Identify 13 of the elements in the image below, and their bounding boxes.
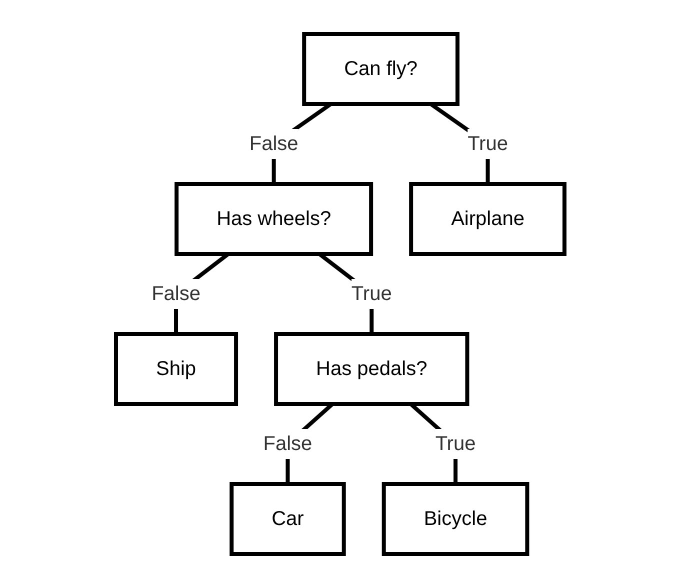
node-box: Bicycle [382,482,530,556]
edge-label: False [264,432,312,454]
edge-label: True [352,282,392,304]
node-box: Ship [114,332,238,406]
edge-label: False [152,282,201,304]
node-box: Airplane [409,182,567,256]
edge-label: True [436,432,476,454]
edge-label: True [468,132,508,154]
node-box: Has pedals? [274,332,470,406]
node-box: Has wheels? [174,182,374,256]
edge-label: False [250,132,299,154]
node-box: Car [230,482,346,556]
node-box: Can fly? [302,32,460,106]
